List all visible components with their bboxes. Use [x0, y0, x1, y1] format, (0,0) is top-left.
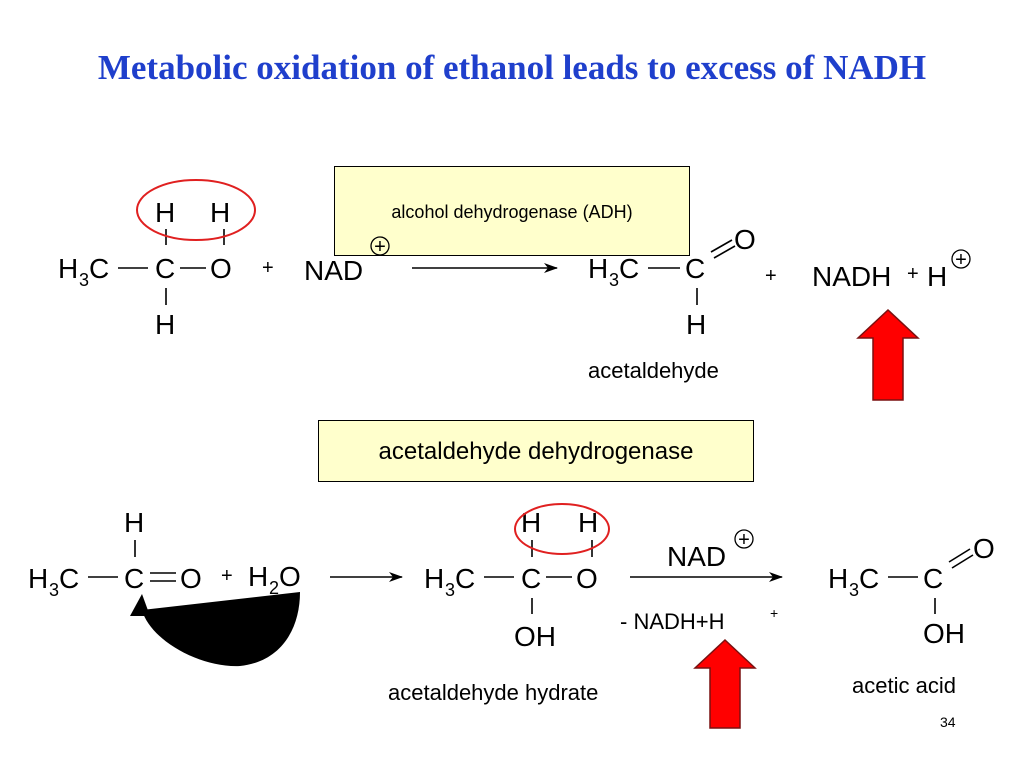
- atom-c: C: [685, 253, 705, 284]
- highlight-circle: [514, 503, 610, 555]
- enzyme-box-aldh: acetaldehyde dehydrogenase: [318, 420, 754, 482]
- charge-plus: +: [955, 249, 967, 271]
- acetaldehyde-reactant: H 3 C C O H: [28, 507, 202, 600]
- atom-oh: OH: [514, 621, 556, 652]
- atom-c: C: [859, 563, 879, 594]
- atom-h: H: [155, 197, 175, 228]
- nad-label: NAD: [304, 255, 363, 286]
- nadh-label: NADH: [812, 261, 891, 292]
- atom-h: H: [210, 197, 230, 228]
- acetic-acid-label: acetic acid: [852, 673, 956, 698]
- highlight-circle: [136, 179, 256, 241]
- acetaldehyde-label: acetaldehyde: [588, 358, 719, 383]
- enzyme-box-adh: alcohol dehydrogenase (ADH): [334, 166, 690, 256]
- atom-h3: H: [588, 253, 608, 284]
- atom-h: H: [155, 309, 175, 340]
- plus-sign: +: [765, 265, 777, 287]
- atom-c: C: [455, 563, 475, 594]
- atom-h: H: [521, 507, 541, 538]
- ethanol-structure: H 3 C C O H H H: [58, 197, 232, 340]
- subscript-3: 3: [609, 270, 619, 290]
- positive-charge-icon: +: [734, 529, 754, 551]
- up-arrow-icon: [693, 638, 757, 729]
- atom-h3: H: [58, 253, 78, 284]
- acetic-acid-structure: H 3 C C O OH: [828, 533, 995, 649]
- atom-o: O: [576, 563, 598, 594]
- atom-h3: H: [828, 563, 848, 594]
- subscript-3: 3: [849, 580, 859, 600]
- plus-sign: +: [221, 565, 233, 587]
- acetic-acid-bonds: [888, 548, 974, 614]
- positive-charge-icon: +: [951, 249, 971, 271]
- atom-h: H: [124, 507, 144, 538]
- atom-o: O: [279, 561, 301, 592]
- atom-c: C: [89, 253, 109, 284]
- atom-o: O: [734, 224, 756, 255]
- atom-oh: OH: [923, 618, 965, 649]
- page-title: Metabolic oxidation of ethanol leads to …: [97, 48, 927, 87]
- acetaldehyde-bonds: [648, 239, 736, 305]
- arrowhead-icon: [130, 594, 150, 616]
- atom-c: C: [155, 253, 175, 284]
- atom-c: C: [521, 563, 541, 594]
- page-number: 34: [940, 714, 956, 730]
- hydrate-label: acetaldehyde hydrate: [388, 680, 598, 705]
- subscript-2: 2: [269, 578, 279, 598]
- acetaldehyde-reactant-bonds: [88, 540, 176, 582]
- charge-plus: +: [738, 529, 750, 551]
- atom-o: O: [180, 563, 202, 594]
- atom-h: H: [248, 561, 268, 592]
- positive-charge-icon: +: [370, 236, 390, 258]
- acetaldehyde-structure: H 3 C C O H: [588, 224, 756, 340]
- atom-o: O: [973, 533, 995, 564]
- atom-c: C: [923, 563, 943, 594]
- plus-sign: +: [262, 257, 274, 279]
- atom-o: O: [210, 253, 232, 284]
- atom-h3: H: [424, 563, 444, 594]
- atom-h: H: [686, 309, 706, 340]
- atom-c: C: [59, 563, 79, 594]
- nad-label: NAD: [667, 541, 726, 572]
- subscript-3: 3: [79, 270, 89, 290]
- nadh-h-label: - NADH+H: [620, 609, 725, 634]
- atom-h3: H: [28, 563, 48, 594]
- subscript-3: 3: [445, 580, 455, 600]
- superscript-plus: +: [770, 605, 778, 621]
- hydrate-structure: H 3 C C O H H OH: [424, 507, 598, 652]
- up-arrow-icon: [856, 308, 920, 401]
- subscript-3: 3: [49, 580, 59, 600]
- proton-h: H: [927, 261, 947, 292]
- atom-c: C: [619, 253, 639, 284]
- water-structure: H 2 O: [248, 561, 301, 598]
- charge-plus: +: [374, 236, 386, 258]
- curved-arrow-icon: [142, 592, 300, 667]
- plus-sign: +: [907, 263, 919, 285]
- atom-h: H: [578, 507, 598, 538]
- atom-c: C: [124, 563, 144, 594]
- ethanol-bonds: [118, 229, 225, 305]
